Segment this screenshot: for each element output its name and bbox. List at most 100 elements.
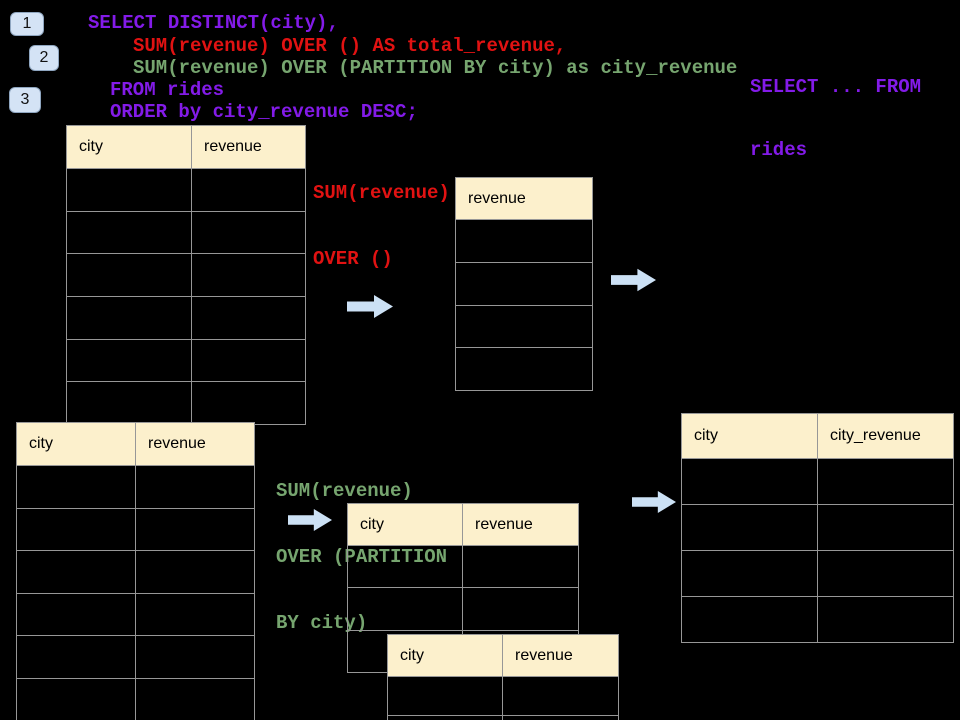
- table-row: [456, 219, 592, 262]
- table-row: [67, 168, 305, 211]
- table-cell-empty: [136, 466, 254, 508]
- table-cell-empty: [818, 459, 953, 504]
- table-header-row: revenue: [456, 178, 592, 219]
- table-row: [17, 550, 254, 593]
- table-cell-empty: [67, 297, 192, 339]
- table-cell-empty: [192, 297, 305, 339]
- sql-line-sum-over-partition: SUM(revenue) OVER (PARTITION BY city) as…: [133, 57, 738, 79]
- table-row: [456, 347, 592, 390]
- table-cell-empty: [682, 505, 818, 550]
- table-cell-empty: [818, 505, 953, 550]
- table-header-row: city revenue: [67, 126, 305, 168]
- table-cell-empty: [463, 588, 578, 629]
- arrow-right-icon: [611, 268, 656, 292]
- table-row: [67, 338, 305, 382]
- table-cell-empty: [17, 466, 136, 508]
- table-cell-empty: [136, 636, 254, 678]
- table-cell-empty: [17, 678, 136, 720]
- table-header-row: city city_revenue: [682, 414, 953, 458]
- table-row: [456, 261, 592, 305]
- table-cell-empty: [136, 679, 254, 720]
- column-header-revenue: revenue: [475, 515, 533, 533]
- table-row: [67, 210, 305, 254]
- annotation-total-line-2: OVER (): [313, 248, 393, 270]
- column-header-city: city: [388, 635, 503, 676]
- table-row: [682, 504, 953, 550]
- annotation-partition-line-1: SUM(revenue): [276, 480, 413, 502]
- table-partition-intermediate: city revenue: [347, 503, 579, 673]
- arrow-right-icon: [632, 491, 676, 513]
- table-cell-empty: [348, 546, 463, 588]
- table-cell-empty: [818, 551, 953, 596]
- table-total-revenue-result: revenue: [455, 177, 593, 392]
- table-row: [67, 381, 305, 425]
- table-row: [17, 635, 254, 678]
- table-cell-empty: [463, 546, 578, 587]
- table-cell-empty: [192, 169, 305, 211]
- annotation-total-line-1: SUM(revenue): [313, 182, 450, 204]
- table-cell-empty: [456, 348, 592, 390]
- table-cell-empty: [682, 597, 818, 642]
- table-row: [67, 296, 305, 339]
- sql-line-order-by: ORDER by city_revenue DESC;: [110, 101, 418, 123]
- table-cell-empty: [682, 459, 818, 504]
- table-cell-empty: [682, 551, 818, 596]
- table-row: [388, 715, 618, 720]
- table-cell-empty: [17, 593, 136, 635]
- table-cell-empty: [456, 220, 592, 262]
- step-badge-2: 2: [29, 45, 59, 71]
- step-badge-3: 3: [9, 87, 41, 113]
- table-cell-empty: [17, 551, 136, 593]
- table-cell-empty: [136, 594, 254, 636]
- column-header-revenue: revenue: [515, 646, 573, 664]
- column-header-revenue: revenue: [148, 435, 206, 452]
- table-cell-empty: [136, 551, 254, 593]
- table-row: [682, 458, 953, 504]
- table-header-row: city revenue: [17, 423, 254, 465]
- table-row: [388, 676, 618, 715]
- arrow-right-icon: [347, 295, 393, 318]
- table-city-revenue-result: city city_revenue: [681, 413, 954, 643]
- table-partition-intermediate-overlay: city revenue: [387, 634, 619, 720]
- table-cell-empty: [456, 263, 592, 305]
- table-cell-empty: [456, 306, 592, 348]
- table-row: [348, 545, 578, 588]
- annotation-partition-window: SUM(revenue) OVER (PARTITION BY city): [276, 436, 447, 678]
- table-cell-empty: [192, 340, 305, 382]
- sql-line-from: FROM rides: [110, 79, 225, 101]
- table-cell-empty: [192, 382, 305, 424]
- table-cell-empty: [192, 254, 305, 296]
- table-cell-empty: [67, 382, 192, 425]
- table-row: [456, 304, 592, 348]
- table-row: [17, 592, 254, 636]
- table-row: [17, 677, 254, 720]
- annotation-total-window: SUM(revenue) OVER (): [313, 138, 450, 314]
- sql-line-select: SELECT DISTINCT(city),: [88, 12, 339, 34]
- table-header-row: city revenue: [388, 635, 618, 676]
- column-header-city-revenue: city_revenue: [830, 427, 921, 444]
- column-header-city: city: [17, 423, 136, 465]
- table-row: [67, 253, 305, 297]
- table-rides-source-bottom: city revenue: [16, 422, 255, 720]
- table-row: [17, 465, 254, 508]
- column-header-revenue: revenue: [468, 189, 526, 207]
- table-rides-source-top: city revenue: [66, 125, 306, 426]
- sql-line-sum-over-total: SUM(revenue) OVER () AS total_revenue,: [133, 35, 567, 57]
- table-row: [682, 550, 953, 596]
- column-header-city: city: [682, 414, 818, 458]
- step-badge-1: 1: [10, 12, 44, 36]
- table-cell-empty: [192, 212, 305, 254]
- annotation-partition-line-2: OVER (PARTITION: [276, 546, 448, 568]
- side-note-line-2: rides: [750, 139, 808, 161]
- table-cell-empty: [503, 677, 618, 715]
- table-cell-empty: [67, 254, 192, 297]
- table-cell-empty: [67, 339, 192, 382]
- table-cell-empty: [348, 588, 463, 630]
- table-row: [348, 587, 578, 630]
- table-cell-empty: [67, 211, 192, 254]
- side-note: SELECT ... FROM rides: [750, 35, 921, 203]
- table-cell-empty: [503, 716, 618, 720]
- table-cell-empty: [136, 509, 254, 551]
- table-cell-empty: [17, 508, 136, 550]
